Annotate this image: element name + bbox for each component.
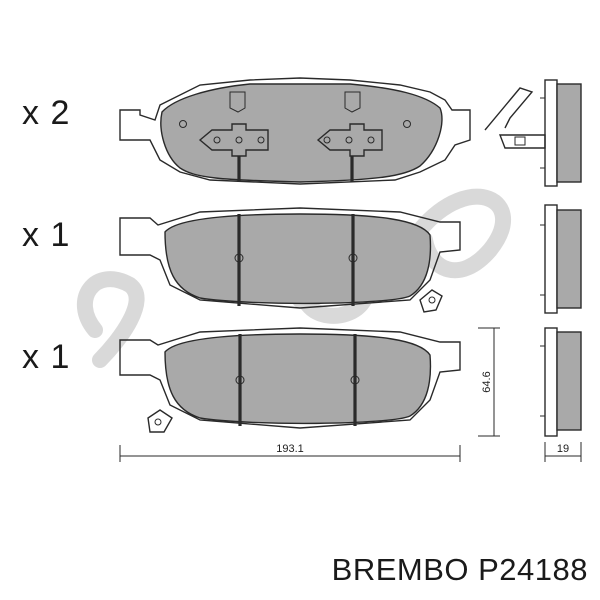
wear-sensor-clip — [484, 87, 546, 149]
quantity-label-middle: x 1 — [22, 216, 71, 254]
side-view-bottom — [540, 327, 582, 437]
brake-pad-bottom — [119, 327, 461, 433]
dimension-width-label: 193.1 — [276, 443, 304, 455]
side-view-top — [540, 79, 582, 187]
quantity-label-top: x 2 — [22, 94, 71, 132]
dimension-height: 64.6 — [478, 327, 500, 437]
quantity-label-bottom: x 1 — [22, 338, 71, 376]
dimension-thickness: 19 — [544, 442, 582, 462]
brake-pad-middle — [119, 207, 461, 313]
dimension-thickness-label: 19 — [557, 443, 569, 455]
dimension-height-label: 64.6 — [481, 371, 493, 392]
side-view-middle — [540, 204, 582, 314]
brake-pad-top — [119, 77, 471, 185]
dimension-width: 193.1 — [119, 443, 461, 462]
part-caption: BREMBO P24188 — [331, 552, 588, 587]
